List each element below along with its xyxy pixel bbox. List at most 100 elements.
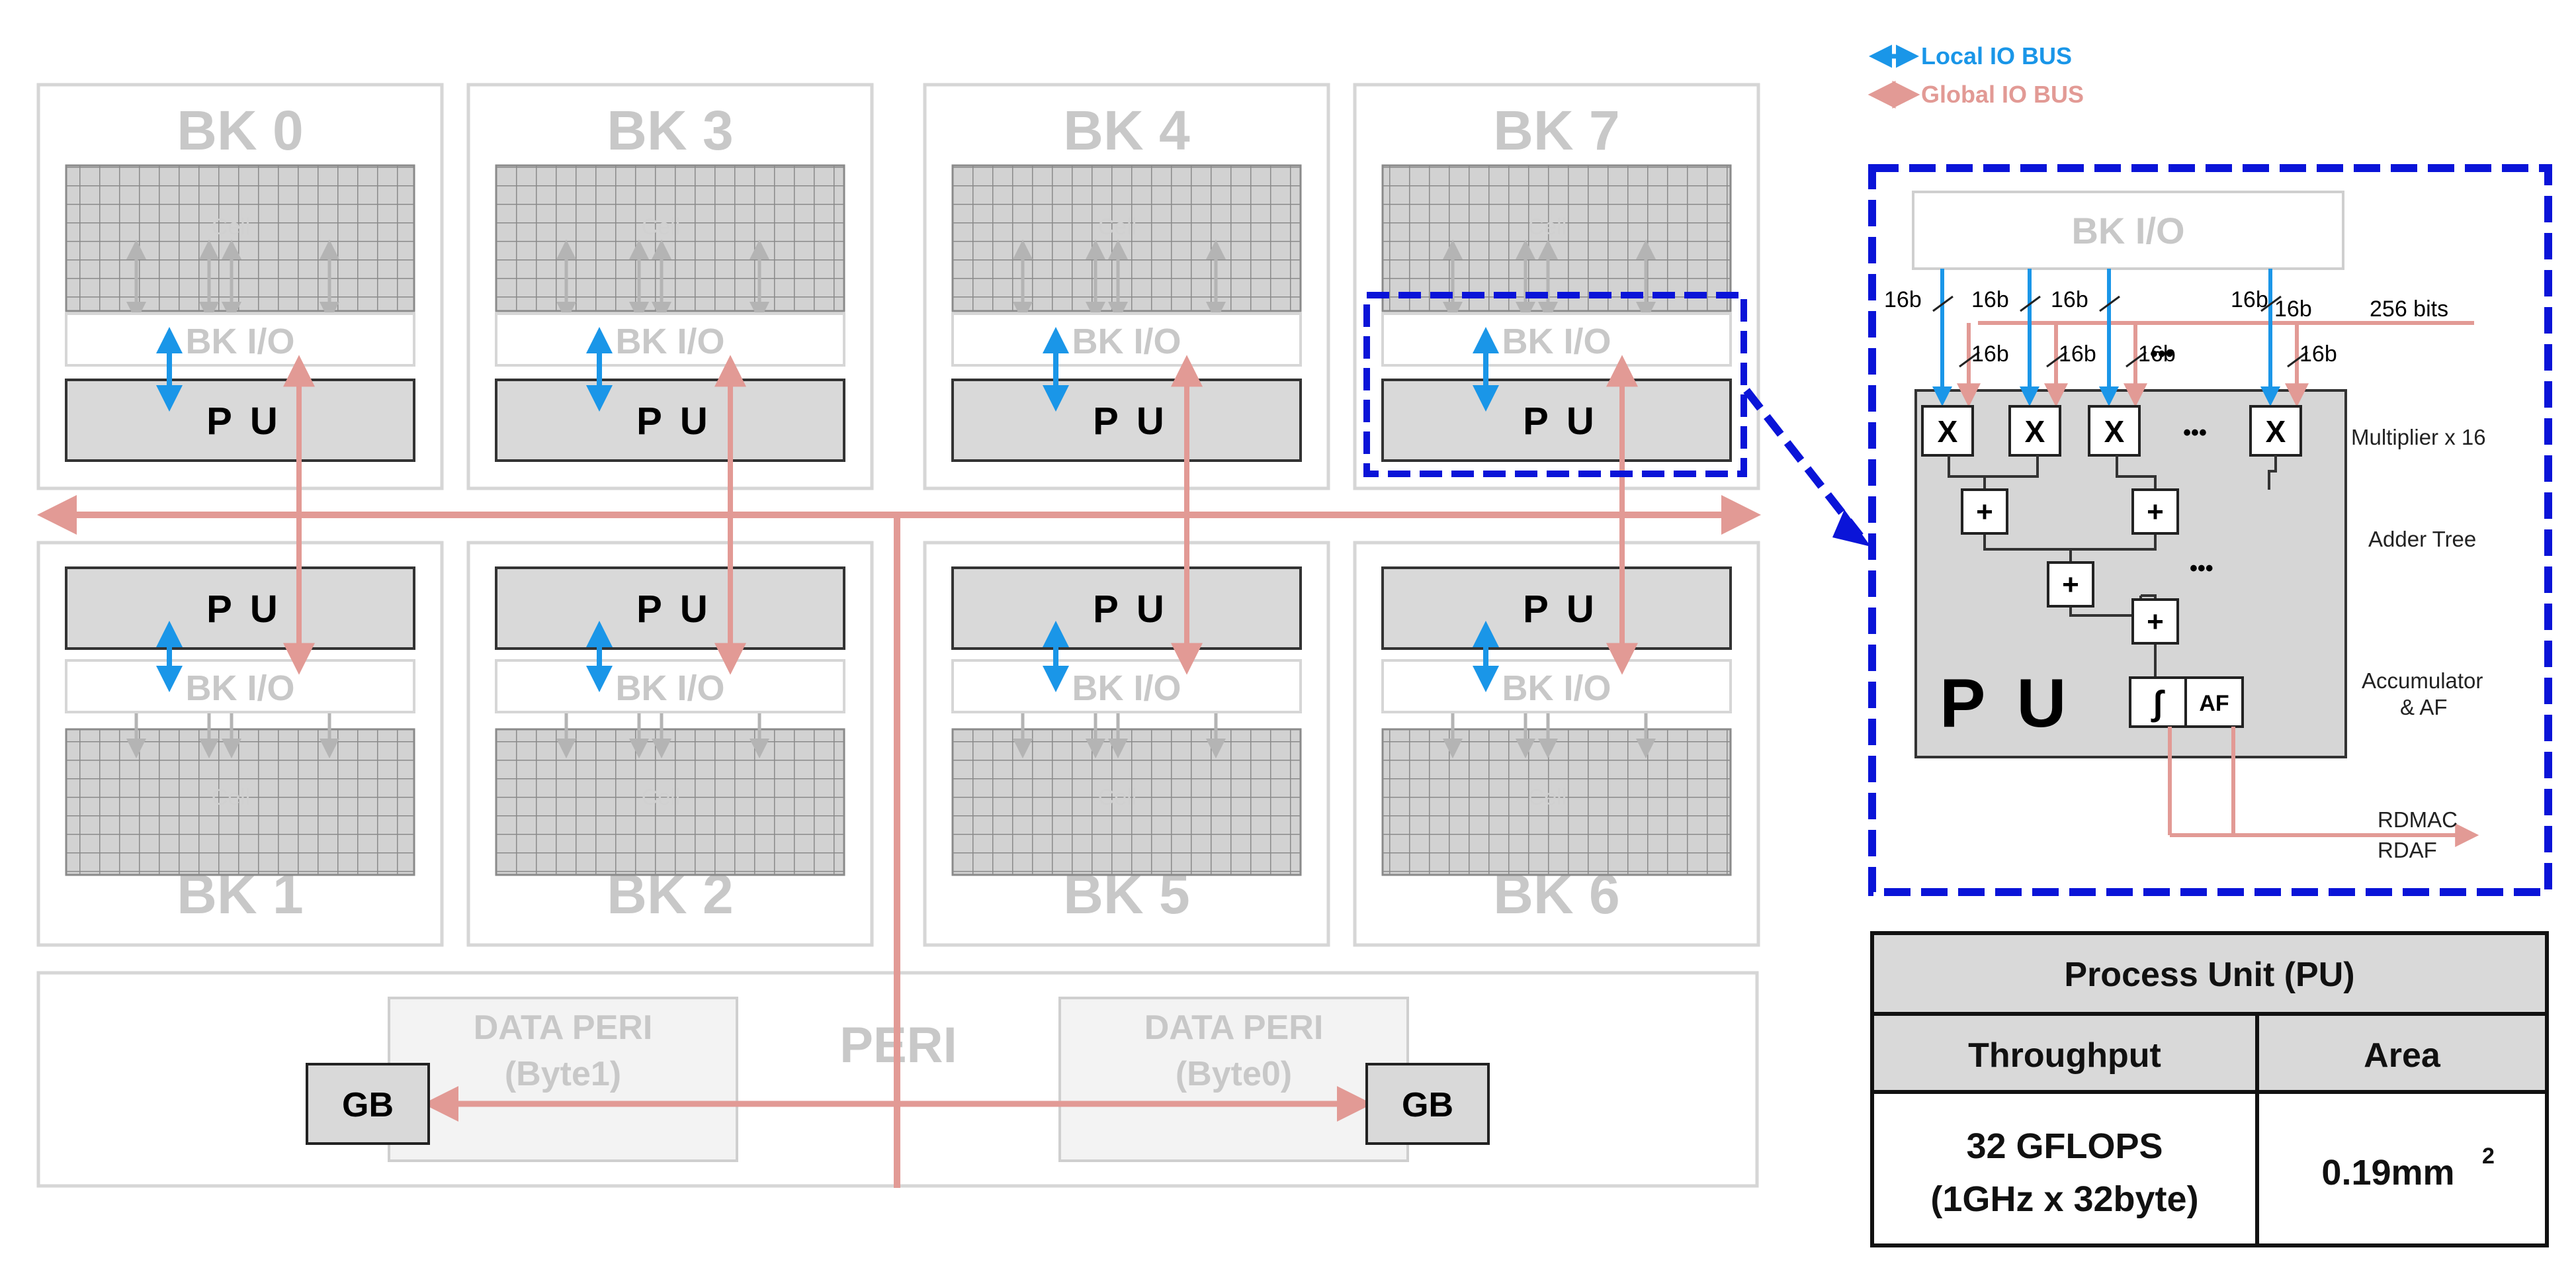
accumulator-symbol: ∫ xyxy=(2151,684,2165,723)
bk-io-block xyxy=(1381,312,1732,367)
pu-label: P U xyxy=(1523,588,1598,631)
lane-width-label: 16b xyxy=(2231,287,2268,312)
multiplier-ellipsis: ••• xyxy=(2183,420,2207,445)
bk-io-label: BK I/O xyxy=(1502,668,1611,708)
data-peri-byte0-subtitle: (Byte0) xyxy=(1176,1055,1292,1093)
cell-label: Cell xyxy=(1098,785,1137,810)
data-peri-byte0-title: DATA PERI xyxy=(1144,1009,1324,1047)
pu-block xyxy=(495,379,845,462)
bk-io-block xyxy=(495,659,845,713)
bk-io-label: BK I/O xyxy=(615,668,724,708)
table-area-superscript: 2 xyxy=(2482,1144,2495,1169)
af-label: AF xyxy=(2199,691,2229,716)
adder-box xyxy=(2131,598,2179,645)
rdmac-label: RDMAC xyxy=(2378,807,2458,832)
pu-label: P U xyxy=(206,588,282,631)
pu-block xyxy=(951,566,1302,650)
multiplier-label: Multiplier x 16 xyxy=(2351,425,2486,449)
multiplier-symbol: X xyxy=(2104,414,2125,449)
pu-label: P U xyxy=(1093,588,1168,631)
table-throughput-line1: 32 GFLOPS xyxy=(1966,1126,2163,1166)
adder-symbol: + xyxy=(2062,568,2079,601)
pu-block xyxy=(951,379,1302,462)
pu-block xyxy=(65,379,415,462)
bank-global-bus-links xyxy=(283,355,1638,675)
cell-label: Cell xyxy=(1528,785,1567,810)
detail-bk-io-box xyxy=(1912,191,2344,270)
table-throughput-line2: (1GHz x 32byte) xyxy=(1930,1179,2198,1219)
gb-right xyxy=(1365,1063,1490,1145)
bank-label: BK 0 xyxy=(177,99,303,161)
lane-width-tick xyxy=(2287,351,2308,368)
data-peri-byte1 xyxy=(388,997,738,1162)
lane-width-tick xyxy=(2020,295,2041,312)
legend: Local IO BUS Global IO BUS xyxy=(1868,42,2084,109)
lane-width-tick xyxy=(2260,295,2282,312)
bk-io-label: BK I/O xyxy=(1072,668,1181,708)
lane-width-label: 16b xyxy=(1971,341,2009,367)
table-col-area: Area xyxy=(2364,1036,2441,1075)
lane-width-tick xyxy=(2099,295,2120,312)
cell-label: Cell xyxy=(642,214,681,240)
data-peri-byte0 xyxy=(1058,997,1409,1162)
bk-io-label: BK I/O xyxy=(1502,322,1611,361)
bk-io-label: BK I/O xyxy=(1072,322,1181,361)
multiplier-symbol: X xyxy=(2025,414,2045,449)
label-16b-top-right: 16b xyxy=(2274,296,2312,322)
accumulator-box xyxy=(2129,676,2187,728)
bk-io-label: BK I/O xyxy=(185,668,294,708)
adder-box xyxy=(1961,488,2008,535)
adder-box xyxy=(2047,561,2094,608)
legend-global-io-bus: Global IO BUS xyxy=(1921,81,2084,108)
adder-box xyxy=(2131,488,2179,535)
lane-width-label: 16b xyxy=(2138,341,2176,367)
multiplier-box xyxy=(2008,405,2061,457)
rdaf-label: RDAF xyxy=(2378,838,2437,862)
gb-left xyxy=(306,1063,430,1145)
cell-label: Cell xyxy=(1528,214,1567,240)
adder-ellipsis: ••• xyxy=(2190,556,2213,581)
adder-symbol: + xyxy=(1976,496,1993,528)
adder-symbol: + xyxy=(2147,606,2164,638)
lane-width-tick xyxy=(1959,351,1980,368)
gb-left-label: GB xyxy=(342,1086,394,1124)
pu-label: P U xyxy=(636,588,712,631)
lane-width-label: 16b xyxy=(2051,287,2088,312)
cell-label: Cell xyxy=(1098,214,1137,240)
pu-spec-table: Process Unit (PU) Throughput Area 32 GFL… xyxy=(1870,931,2549,1247)
pu-highlight xyxy=(1363,292,1871,547)
pu-detail-panel: BK I/O 256 bits 16b 16b16b16b16b16b16b16… xyxy=(1868,164,2552,896)
bk-io-block xyxy=(495,312,845,367)
label-256-bits: 256 bits xyxy=(2370,296,2448,322)
pu-label: P U xyxy=(1093,400,1168,443)
adder-tree-label: Adder Tree xyxy=(2368,527,2476,551)
adders: ++++ xyxy=(1961,488,2179,645)
cell-label: Cell xyxy=(212,785,251,810)
bk-io-block xyxy=(65,659,415,713)
lane-width-tick xyxy=(2046,351,2067,368)
multiplier-symbol: X xyxy=(2266,414,2286,449)
multiplier-box xyxy=(2088,405,2141,457)
lane-width-label: 16b xyxy=(2299,341,2337,367)
table-col-throughput: Throughput xyxy=(1968,1036,2161,1075)
pu-block xyxy=(1381,379,1732,462)
table-title: Process Unit (PU) xyxy=(2064,956,2354,994)
lane-width-label: 16b xyxy=(1971,287,2009,312)
pu-label: P U xyxy=(1523,400,1598,443)
bank-label: BK 7 xyxy=(1493,99,1619,161)
bk-io-block xyxy=(951,659,1302,713)
table-area-value: 0.19mm xyxy=(2321,1153,2454,1193)
accumulator-label-2: & AF xyxy=(2400,695,2448,719)
bk-io-label: BK I/O xyxy=(185,322,294,361)
legend-local-io-bus: Local IO BUS xyxy=(1921,42,2072,69)
detail-bk-io-label: BK I/O xyxy=(2071,210,2184,251)
